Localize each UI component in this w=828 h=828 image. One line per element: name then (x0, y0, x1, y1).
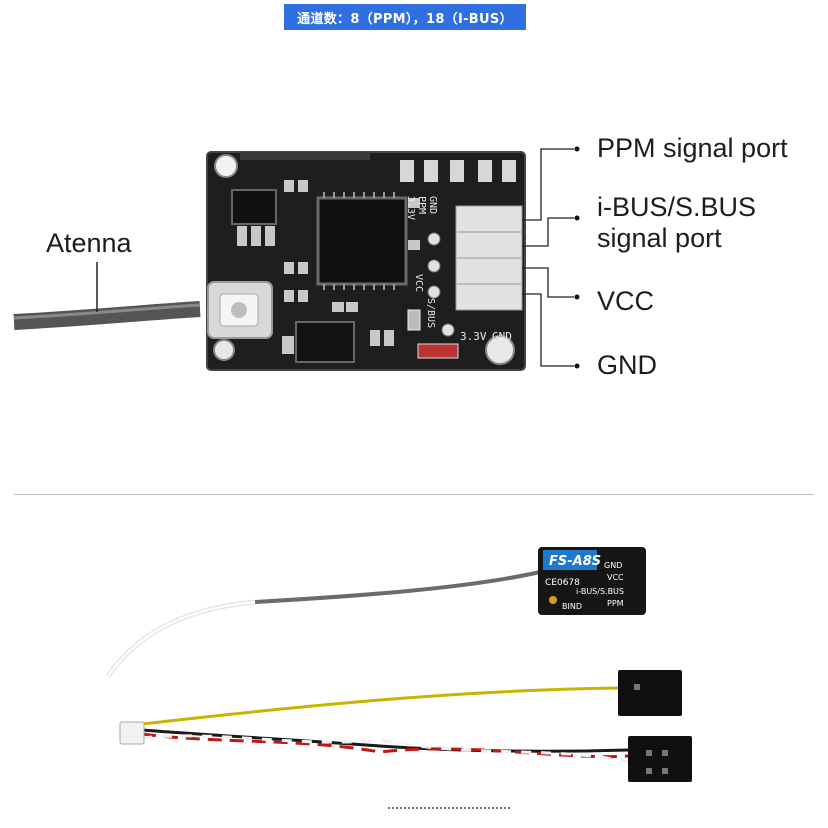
bind-label: BIND (562, 602, 582, 611)
antenna-label: Atenna (46, 228, 132, 258)
module-pin-ppm: PPM (607, 599, 624, 608)
ibus-port-label-line1: i-BUS/S.BUS (597, 192, 757, 222)
pin-leader-lines (522, 148, 574, 367)
gnd-dot (574, 363, 580, 369)
ppm-connector (618, 670, 682, 716)
silk-33v-bottom: 3.3V (460, 330, 487, 343)
silk-gnd-bottom: GND (492, 330, 512, 343)
crystal-component (295, 321, 355, 363)
silk-vcc: VCC (413, 274, 424, 292)
receiver-product-photo: FS-A8S CE0678 GND VCC i-BUS/S.BUS PPM BI… (105, 547, 692, 782)
ibus-connector (628, 736, 692, 782)
module-pin-ibus: i-BUS/S.BUS (576, 587, 624, 596)
jst-plug (119, 721, 145, 745)
bind-button (549, 596, 557, 604)
gnd-label: GND (597, 350, 657, 380)
ibus-port-label-line2: signal port (597, 223, 722, 253)
main-ic-chip (316, 196, 408, 286)
vcc-label: VCC (597, 286, 655, 316)
silk-sbus: S/BUS (425, 298, 436, 328)
vcc-dot (574, 294, 580, 300)
mounting-hole (214, 154, 238, 178)
dotted-separator (388, 807, 510, 811)
ppm-dot (574, 146, 580, 152)
ppm-port-label: PPM signal port (597, 133, 788, 163)
model-label-bg (543, 550, 597, 570)
pcb-board: GND PPM 3.3V VCC S/BUS 3.3V GND (206, 151, 526, 371)
bind-led (417, 343, 459, 359)
section-divider (14, 494, 814, 495)
model-name: FS-A8S (549, 554, 601, 569)
silk-ppm-top: PPM (416, 196, 427, 214)
module-pin-gnd: GND (604, 561, 622, 570)
channel-count-banner: 通道数：8（PPM），18（I-BUS） (284, 4, 526, 30)
silk-gnd-top: GND (427, 196, 438, 214)
ce-mark: CE0678 (545, 578, 580, 588)
module-pin-vcc: VCC (607, 573, 624, 582)
antenna-cable (13, 301, 201, 330)
silk-33v-top: 3.3V (405, 196, 416, 220)
ibus-dot (574, 215, 580, 221)
